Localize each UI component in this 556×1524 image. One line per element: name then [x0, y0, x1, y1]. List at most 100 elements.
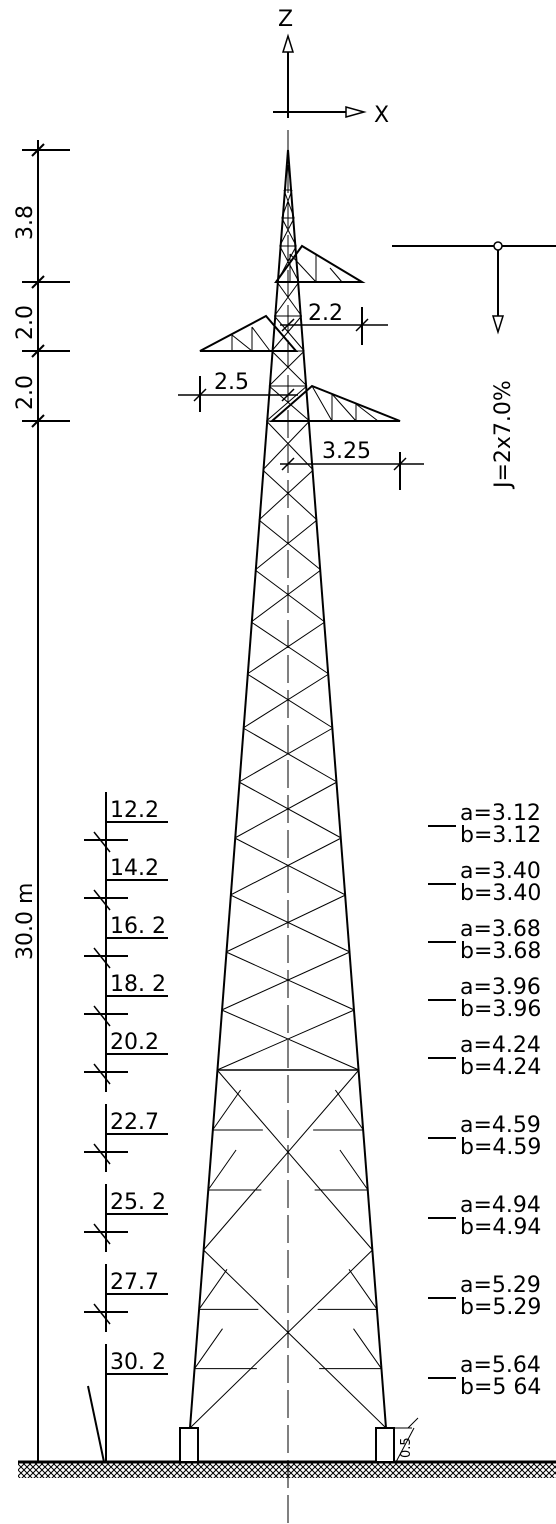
panel-width-a-label: a=4.24 — [460, 1033, 541, 1058]
tower-brace — [250, 621, 330, 675]
level-markers: 12.2 a=3.12b=3.12 14.2 a=3.40b=3.40 16. 2 a=3… — [84, 792, 541, 1463]
level-marker-tick — [87, 1385, 105, 1463]
level-marker-tick — [93, 1303, 111, 1325]
tower-secondary-brace — [334, 1089, 364, 1131]
level-marker-tick — [93, 831, 111, 853]
ground-hatch — [18, 1462, 556, 1478]
panel-width-b-label: b=3.12 — [460, 823, 541, 848]
level-elevation-label: 14.2 — [110, 856, 159, 881]
foundation-height-label: 0.5 — [399, 1437, 414, 1458]
height-dimension: 3.8 2.0 2.0 30.0 m — [13, 140, 70, 1462]
level-elevation-label: 16. 2 — [110, 914, 166, 939]
tower-brace — [276, 281, 303, 317]
panel-width-b-label: b=5.29 — [460, 1295, 541, 1320]
cross-arms — [199, 244, 401, 422]
panel-width-b-label: b=5 64 — [460, 1375, 541, 1400]
tower-brace — [273, 281, 300, 317]
tower-brace — [238, 727, 334, 783]
height-upper-label: 2.0 — [13, 305, 38, 340]
tower-secondary-brace — [198, 1269, 228, 1310]
level-elevation-label: 20.2 — [110, 1030, 159, 1055]
panel-width-b-label: b=4.94 — [460, 1215, 541, 1240]
tower-brace — [268, 350, 305, 387]
tower-brace — [258, 469, 314, 521]
load-label: J=2x7.0% — [491, 380, 516, 490]
level-elevation-label: 30. 2 — [110, 1350, 166, 1375]
level-marker-tick — [93, 889, 111, 911]
tower-brace — [271, 315, 302, 352]
tower-brace — [221, 951, 351, 1011]
tower-brace — [254, 569, 326, 623]
lower-right-arm-dim: 3.25 — [322, 439, 371, 464]
panel-width-a-label: a=3.40 — [460, 859, 541, 884]
tower-brace — [258, 519, 322, 571]
panel-width-b-label: b=4.59 — [460, 1135, 541, 1160]
level-marker-tick — [93, 1223, 111, 1245]
tower-brace — [268, 385, 310, 422]
tower-secondary-brace — [194, 1328, 223, 1369]
arm-dimensions: 2.2 2.5 3.25 — [178, 301, 424, 490]
tower-brace — [262, 469, 318, 521]
tower-brace — [242, 727, 338, 783]
tower-secondary-brace — [212, 1089, 242, 1131]
tower-brace — [266, 420, 314, 471]
panel-width-a-label: a=3.68 — [460, 917, 541, 942]
tower-brace — [203, 1249, 387, 1429]
tower-brace — [279, 217, 295, 247]
panel-width-a-label: a=5.29 — [460, 1273, 541, 1298]
x-axis-label: X — [374, 103, 389, 128]
tower-brace — [262, 420, 310, 471]
panel-width-a-label: a=5.64 — [460, 1353, 541, 1378]
left-arm-dim: 2.5 — [214, 370, 249, 395]
height-total-label: 30.0 m — [13, 883, 38, 960]
tower-left-leg — [189, 149, 289, 1429]
panel-width-a-label: a=4.94 — [460, 1193, 541, 1218]
tower-brace — [250, 569, 322, 623]
tower-brace — [281, 189, 293, 219]
panel-width-b-label: b=3.96 — [460, 997, 541, 1022]
tower-secondary-brace — [207, 1149, 237, 1191]
z-axis-label: Z — [278, 7, 293, 32]
left-arm — [199, 314, 299, 352]
level-marker-tick — [93, 1005, 111, 1027]
tower-brace — [225, 951, 355, 1011]
panel-width-a-label: a=4.59 — [460, 1113, 541, 1138]
lower-right-arm — [269, 384, 401, 422]
tower-brace — [221, 1009, 360, 1071]
panel-width-b-label: b=3.68 — [460, 939, 541, 964]
tower-brace — [281, 217, 297, 247]
tower-brace — [234, 781, 338, 839]
level-elevation-label: 22.7 — [110, 1110, 159, 1135]
tower-brace — [203, 1069, 360, 1251]
tower-brace — [271, 350, 308, 387]
tower-brace — [246, 673, 334, 729]
tower-brace — [283, 189, 295, 219]
tower-brace — [254, 519, 318, 571]
level-elevation-label: 25. 2 — [110, 1190, 166, 1215]
tower-brace — [242, 673, 330, 729]
tower-brace — [230, 837, 342, 896]
height-lower-label: 2.0 — [13, 375, 38, 410]
panel-width-b-label: b=4.24 — [460, 1055, 541, 1080]
tower-brace — [225, 894, 346, 953]
tower-secondary-brace — [353, 1328, 382, 1369]
foundations: 0.5 — [179, 1417, 419, 1463]
panel-width-b-label: b=3.40 — [460, 881, 541, 906]
tower-brace — [216, 1009, 355, 1071]
level-marker-tick — [93, 947, 111, 969]
level-elevation-label: 12.2 — [110, 798, 159, 823]
right-foundation — [375, 1427, 395, 1463]
tower-secondary-brace — [348, 1269, 378, 1310]
upper-right-arm-dim: 2.2 — [308, 301, 343, 326]
tower-brace — [234, 837, 346, 896]
tower-secondary-brace — [339, 1149, 369, 1191]
level-marker-tick — [93, 1063, 111, 1085]
load-symbol: J=2x7.0% — [392, 241, 556, 490]
height-top-label: 3.8 — [13, 205, 38, 240]
upper-right-arm — [274, 244, 366, 283]
panel-width-a-label: a=3.12 — [460, 801, 541, 826]
left-foundation — [179, 1427, 199, 1463]
tower-brace — [246, 621, 326, 675]
